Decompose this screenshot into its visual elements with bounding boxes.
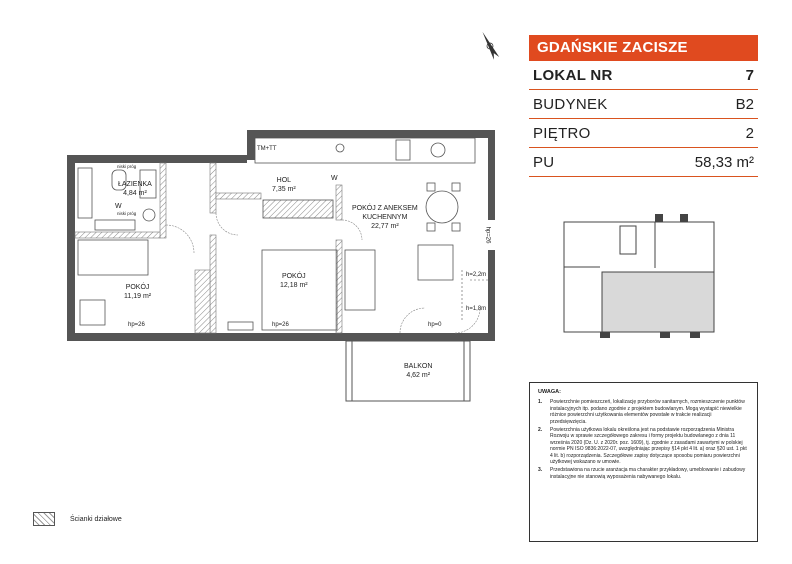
note-text: Powierzchnie pomieszczeń, lokalizację pr… <box>550 399 745 425</box>
outer-walls <box>67 130 495 341</box>
info-row-lokal: LOKAL NR 7 <box>529 61 758 90</box>
info-value: 58,33 m² <box>694 153 754 171</box>
bathroom-fixtures <box>77 167 157 231</box>
room-name-line2: KUCHENNYM <box>362 214 408 221</box>
note-text: Przedstawiona na rzucie aranżacja ma cha… <box>550 467 746 480</box>
room-area: 22,77 m² <box>371 223 399 230</box>
room-name: POKÓJ <box>281 273 306 280</box>
balcony <box>345 340 471 402</box>
note-number: 2. <box>538 427 543 434</box>
note-number: 3. <box>538 467 543 474</box>
partition-wall-swatch <box>33 512 55 526</box>
room-name: BALKON <box>404 363 433 370</box>
tm-tt-mark: TM+TT <box>257 146 277 152</box>
room-pokoj-left: POKÓJ 11,19 m² <box>124 283 151 301</box>
height-mark: h=1,8m <box>466 306 487 312</box>
note-item: 3. Przedstawiona na rzucie aranżacja ma … <box>538 467 749 480</box>
info-key: BUDYNEK <box>533 95 608 113</box>
kitchen-counter <box>254 137 476 164</box>
window-mark: W <box>115 203 122 210</box>
info-row-pu: PU 58,33 m² <box>529 148 758 177</box>
room-area: 11,19 m² <box>124 293 152 300</box>
notes-box: UWAGA: 1. Powierzchnie pomieszczeń, loka… <box>529 382 758 542</box>
room-name: POKÓJ <box>125 284 150 291</box>
height-mark: h=2,2m <box>466 272 487 278</box>
threshold-note: niski próg <box>117 211 137 216</box>
floor-plan: ŁAZIENKA 4,84 m² HOL 7,35 m² POKÓJ Z ANE… <box>67 31 500 402</box>
info-row-budynek: BUDYNEK B2 <box>529 90 758 119</box>
room-pokoj-mid: POKÓJ 12,18 m² <box>280 272 308 290</box>
note-number: 1. <box>538 399 543 406</box>
room-name: ŁAZIENKA <box>118 181 152 188</box>
room-name-line1: POKÓJ Z ANEKSEM <box>352 205 418 212</box>
building-key-plan <box>563 214 715 338</box>
floor-plan-drawing <box>67 130 495 402</box>
brand-title: GDAŃSKIE ZACISZE <box>529 35 758 61</box>
compass-icon <box>482 31 500 60</box>
note-text: Powierzchnia użytkowa lokalu określona j… <box>550 427 747 466</box>
note-item: 2. Powierzchnia użytkowa lokalu określon… <box>538 427 749 465</box>
info-value: 7 <box>745 66 754 84</box>
threshold-mark: hp=26 <box>272 322 289 328</box>
info-value: 2 <box>745 124 754 142</box>
legend: Ścianki działowe <box>33 512 122 526</box>
threshold-mark: hp=26 <box>484 226 491 244</box>
info-key: PU <box>533 153 555 171</box>
room-lazienka: ŁAZIENKA 4,84 m² <box>118 180 152 198</box>
info-panel: GDAŃSKIE ZACISZE LOKAL NR 7 BUDYNEK B2 P… <box>529 35 758 177</box>
room-pokoj-aneks: POKÓJ Z ANEKSEM KUCHENNYM 22,77 m² <box>352 204 418 231</box>
room-area: 7,35 m² <box>272 186 296 193</box>
room-area: 12,18 m² <box>280 282 308 289</box>
room-hol: HOL 7,35 m² <box>272 176 296 194</box>
furniture <box>77 182 461 331</box>
partition-walls <box>74 162 343 334</box>
info-key: PIĘTRO <box>533 124 591 142</box>
notes-title: UWAGA: <box>538 389 561 395</box>
note-item: 1. Powierzchnie pomieszczeń, lokalizację… <box>538 399 749 425</box>
threshold-mark: hp=26 <box>128 322 145 328</box>
room-area: 4,84 m² <box>123 190 147 197</box>
room-area: 4,62 m² <box>406 372 431 379</box>
threshold-note: niski próg <box>117 164 137 169</box>
height-markers <box>461 270 488 320</box>
info-key: LOKAL NR <box>533 66 613 84</box>
info-row-pietro: PIĘTRO 2 <box>529 119 758 148</box>
legend-label: Ścianki działowe <box>70 515 122 523</box>
info-value: B2 <box>735 95 754 113</box>
room-name: HOL <box>276 177 292 184</box>
window-mark: W <box>331 175 338 182</box>
door-swings <box>165 212 481 334</box>
room-balkon: BALKON 4,62 m² <box>404 362 432 380</box>
threshold-mark: hp=0 <box>428 322 442 328</box>
